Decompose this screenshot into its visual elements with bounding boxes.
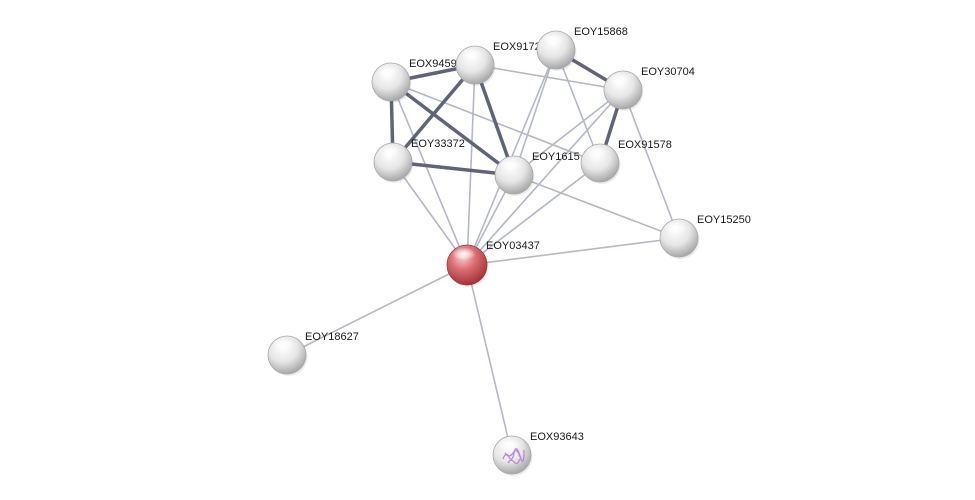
node-eox94594[interactable]: EOX94594: [371, 58, 463, 103]
node-highlight: [376, 65, 400, 78]
edge-eoy03437-eoy33372[interactable]: [392, 161, 468, 266]
node-label: EOX91728: [493, 41, 547, 53]
edge-eoy15868-eox91578[interactable]: [555, 49, 601, 164]
node-eoy15868[interactable]: EOY15868: [536, 26, 628, 71]
node-label: EOY18627: [305, 331, 359, 343]
node-eox93643[interactable]: EOX93643: [492, 431, 584, 476]
edge-eoy15868-eoy16150[interactable]: [513, 49, 557, 176]
edge-eoy03437-eox91728[interactable]: [466, 64, 476, 266]
node-label: EOY1615: [532, 151, 580, 163]
node-eox91728[interactable]: EOX91728: [455, 41, 547, 86]
node-highlight: [541, 33, 565, 46]
node-highlight: [608, 73, 632, 86]
node-label: EOX91578: [618, 139, 672, 151]
node-highlight: [585, 146, 609, 159]
edge-eoy03437-eox93643[interactable]: [466, 264, 513, 456]
edge-eoy16150-eoy15250[interactable]: [513, 174, 680, 239]
nodes-layer: EOX94594 EOX91728 EOY15868EOY30704EOY33372…: [267, 26, 751, 476]
node-label: EOY15868: [574, 26, 628, 38]
node-eox91578[interactable]: EOX91578: [580, 139, 672, 184]
edge-eoy03437-eox94594[interactable]: [390, 81, 468, 266]
node-label: EOX94594: [409, 58, 463, 70]
node-highlight: [378, 145, 402, 158]
node-label: EOY15250: [697, 214, 751, 226]
edges-layer: [286, 48, 680, 456]
node-eoy15250[interactable]: EOY15250: [659, 214, 751, 259]
node-label: EOY30704: [641, 66, 695, 78]
node-eoy03437[interactable]: EOY03437: [446, 240, 540, 287]
edge-eox94594-eoy16150[interactable]: [389, 80, 516, 177]
node-highlight: [460, 48, 484, 61]
edge-eoy03437-eox91578[interactable]: [466, 162, 601, 266]
node-highlight: [664, 221, 688, 234]
edge-eoy03437-eoy15250[interactable]: [466, 237, 680, 266]
node-highlight: [452, 247, 476, 261]
edge-eoy03437-eoy30704[interactable]: [466, 89, 624, 266]
node-label: EOY03437: [486, 240, 540, 252]
node-highlight: [499, 158, 523, 171]
structure-thumbnail-icon: [502, 448, 525, 465]
node-eoy33372[interactable]: EOY33372: [373, 138, 465, 183]
edge-eox91728-eoy33372[interactable]: [391, 63, 477, 164]
node-eoy16150[interactable]: EOY1615: [494, 151, 580, 196]
node-highlight: [497, 438, 521, 451]
node-eoy18627[interactable]: EOY18627: [267, 331, 359, 376]
node-label: EOX93643: [530, 431, 584, 443]
node-label: EOY33372: [411, 138, 465, 150]
node-eoy30704[interactable]: EOY30704: [603, 66, 695, 111]
edge-eoy33372-eoy16150[interactable]: [391, 160, 516, 177]
edge-eoy03437-eoy18627[interactable]: [286, 264, 468, 356]
edge-eoy30704-eoy15250[interactable]: [622, 89, 680, 239]
edge-eox91728-eoy16150[interactable]: [473, 63, 516, 177]
node-highlight: [272, 338, 296, 351]
edge-eox91728-eoy30704[interactable]: [474, 64, 624, 91]
edge-eoy30704-eoy16150[interactable]: [513, 89, 624, 176]
